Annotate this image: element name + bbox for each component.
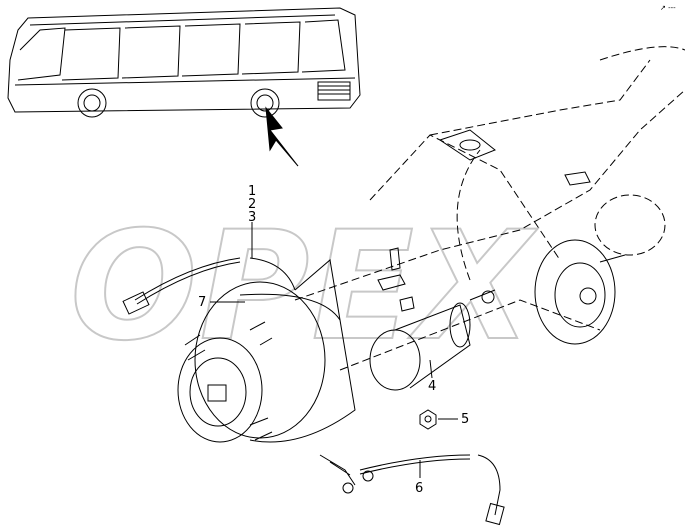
callout-6[interactable]: 6	[415, 481, 424, 496]
brake-chamber	[369, 289, 496, 391]
rear-axle-housing	[294, 46, 685, 371]
callout-7[interactable]: 7	[198, 295, 207, 310]
differential-flange	[534, 239, 626, 345]
callout-2[interactable]: 2	[248, 197, 257, 212]
watermark-text: OPEX	[69, 199, 534, 375]
bus-overview	[7, 7, 361, 118]
callout-3[interactable]: 3	[248, 210, 257, 225]
corner-mark: ↗ ---	[660, 4, 676, 12]
callout-4[interactable]: 4	[428, 379, 437, 394]
location-arrow	[265, 106, 299, 167]
callout-5[interactable]: 5	[461, 412, 470, 427]
wheel-hub	[177, 321, 273, 443]
sensor-cable	[122, 257, 296, 315]
hex-nut	[419, 409, 437, 430]
callout-1[interactable]: 1	[248, 184, 257, 199]
sensor-cable-with-clips	[319, 454, 505, 526]
